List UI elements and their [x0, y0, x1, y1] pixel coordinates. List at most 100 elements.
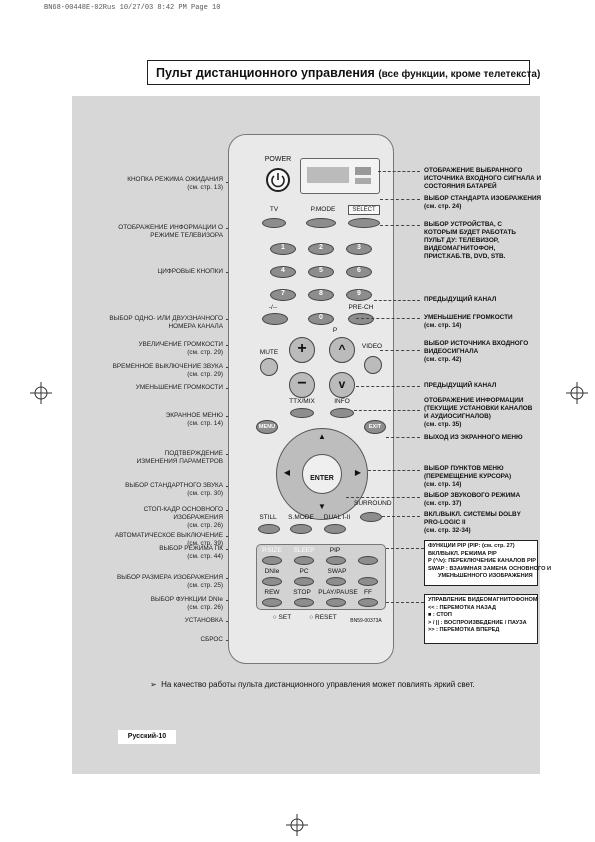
- reset-dot-icon: ○: [309, 614, 316, 621]
- pmode-caption: P.MODE: [310, 206, 336, 213]
- still-caption: STILL: [259, 514, 277, 521]
- digit-button-5[interactable]: 5: [308, 266, 334, 278]
- digit-button-1[interactable]: 1: [270, 243, 296, 255]
- rew-button[interactable]: [262, 598, 282, 607]
- mute-button[interactable]: [260, 358, 278, 376]
- pc-button[interactable]: [294, 577, 314, 586]
- volume-up-button[interactable]: +: [289, 337, 315, 363]
- enter-button[interactable]: ENTER: [302, 454, 342, 494]
- dnie-button[interactable]: [262, 577, 282, 586]
- registration-mark-icon: [566, 382, 588, 404]
- digit-button-6[interactable]: 6: [346, 266, 372, 278]
- channel-down-button[interactable]: v: [329, 372, 355, 398]
- playpause-caption: PLAY/PAUSE: [318, 589, 358, 596]
- p-caption: P: [332, 327, 338, 334]
- pc-caption: PC: [299, 568, 309, 575]
- psize-button[interactable]: [262, 556, 282, 565]
- arrow-up-icon: ▲: [318, 432, 326, 441]
- smode-caption: S.MODE: [288, 514, 314, 521]
- registration-mark-icon: [286, 814, 308, 836]
- digit-button-0[interactable]: 0: [308, 313, 334, 325]
- dual-caption: DUAL I-II: [323, 514, 351, 521]
- digit-button-9[interactable]: 9: [346, 289, 372, 301]
- dash-caption: -/--: [268, 304, 278, 311]
- power-icon: [271, 173, 285, 188]
- dnie-caption: DNIe: [264, 568, 280, 575]
- leader-line: [346, 497, 420, 498]
- play-pause-button[interactable]: [326, 598, 346, 607]
- label-vol-down-right: УМЕНЬШЕНИЕ ГРОМКОСТИ(см. стр. 14): [424, 314, 513, 329]
- video-caption: VIDEO: [361, 343, 383, 350]
- still-button[interactable]: [258, 524, 280, 534]
- label-volume-up: УВЕЛИЧЕНИЕ ГРОМКОСТИ(см. стр. 29): [138, 341, 223, 356]
- set-caption: ○ SET: [272, 614, 292, 621]
- label-volume-down: УМЕНЬШЕНИЕ ГРОМКОСТИ: [135, 384, 223, 391]
- label-psize: ВЫБОР РАЗМЕРА ИЗОБРАЖЕНИЯ(см. стр. 25): [116, 574, 223, 589]
- arrow-down-icon: ▼: [318, 502, 326, 511]
- ff-caption: FF: [364, 589, 372, 596]
- title-sub: (все функции, кроме телетекста): [378, 69, 541, 80]
- channel-up-button[interactable]: ^: [329, 337, 355, 363]
- label-pc-mode: ВЫБОР РЕЖИМА ПК(см. стр. 44): [159, 545, 223, 560]
- label-picture-standard: ВЫБОР СТАНДАРТА ИЗОБРАЖЕНИЯ(см. стр. 24): [424, 195, 542, 210]
- label-menu: ЭКРАННОЕ МЕНЮ(см. стр. 14): [165, 412, 223, 427]
- label-set: УСТАНОВКА: [184, 617, 223, 624]
- label-mute: ВРЕМЕННОЕ ВЫКЛЮЧЕНИЕ ЗВУКА(см. стр. 29): [112, 363, 223, 378]
- print-slug: BN68-00448E-02Rus 10/27/03 8:42 PM Page …: [44, 4, 221, 12]
- reset-caption: ○ RESET: [309, 614, 337, 621]
- video-button[interactable]: [364, 356, 382, 374]
- surround-caption: SURROUND: [354, 500, 392, 507]
- lcd-segments: [307, 167, 371, 184]
- stop-caption: STOP: [293, 589, 311, 596]
- tv-button[interactable]: [262, 218, 286, 228]
- rew-caption: REW: [264, 589, 280, 596]
- leader-line: [386, 548, 424, 549]
- prech-caption: PRE-CH: [348, 304, 374, 311]
- info-button[interactable]: [330, 408, 354, 418]
- power-button[interactable]: [266, 168, 290, 192]
- leader-line: [356, 386, 420, 387]
- dual-button[interactable]: [324, 524, 346, 534]
- stop-button[interactable]: [294, 598, 314, 607]
- dash-button[interactable]: [262, 313, 288, 325]
- volume-down-button[interactable]: −: [289, 372, 315, 398]
- arrow-bullet-icon: ➢: [150, 680, 162, 689]
- select-button[interactable]: SELECT: [348, 205, 380, 215]
- ff-button[interactable]: [358, 598, 378, 607]
- leader-line: [368, 470, 420, 471]
- select-oval-button[interactable]: [348, 218, 380, 228]
- registration-mark-icon: [30, 382, 52, 404]
- prech-button[interactable]: [348, 313, 374, 325]
- label-info-display: ОТОБРАЖЕНИЕ ИНФОРМАЦИИ(ТЕКУЩИЕ УСТАНОВКИ…: [424, 397, 533, 428]
- sleep-caption: SLEEP: [293, 547, 315, 554]
- pip-button[interactable]: [326, 556, 346, 565]
- exit-button[interactable]: EXIT: [364, 420, 386, 434]
- menu-button[interactable]: MENU: [256, 420, 278, 434]
- digit-button-4[interactable]: 4: [270, 266, 296, 278]
- swap-button[interactable]: [326, 577, 346, 586]
- pip-channel-down-button[interactable]: [358, 577, 378, 586]
- note: ➢ На качество работы пульта дистанционно…: [150, 680, 475, 689]
- digit-button-2[interactable]: 2: [308, 243, 334, 255]
- ttx-button[interactable]: [290, 408, 314, 418]
- title-main: Пульт дистанционного управления: [156, 66, 375, 80]
- leader-line: [380, 199, 420, 200]
- pmode-button[interactable]: [306, 218, 336, 228]
- label-exit-menu: ВЫХОД ИЗ ЭКРАННОГО МЕНЮ: [424, 434, 523, 441]
- sleep-button[interactable]: [294, 556, 314, 565]
- leader-line: [354, 410, 420, 411]
- pip-caption: PIP: [329, 547, 341, 554]
- lcd-display: [300, 158, 380, 194]
- surround-button[interactable]: [360, 512, 382, 522]
- digit-button-7[interactable]: 7: [270, 289, 296, 301]
- digit-button-3[interactable]: 3: [346, 243, 372, 255]
- pip-channel-up-button[interactable]: [358, 556, 378, 565]
- smode-button[interactable]: [290, 524, 312, 534]
- label-standard-sound: ВЫБОР СТАНДАРТНОГО ЗВУКА(см. стр. 30): [125, 482, 223, 497]
- digit-button-8[interactable]: 8: [308, 289, 334, 301]
- set-dot-icon: ○: [272, 614, 279, 621]
- label-reset: СБРОС: [200, 636, 223, 643]
